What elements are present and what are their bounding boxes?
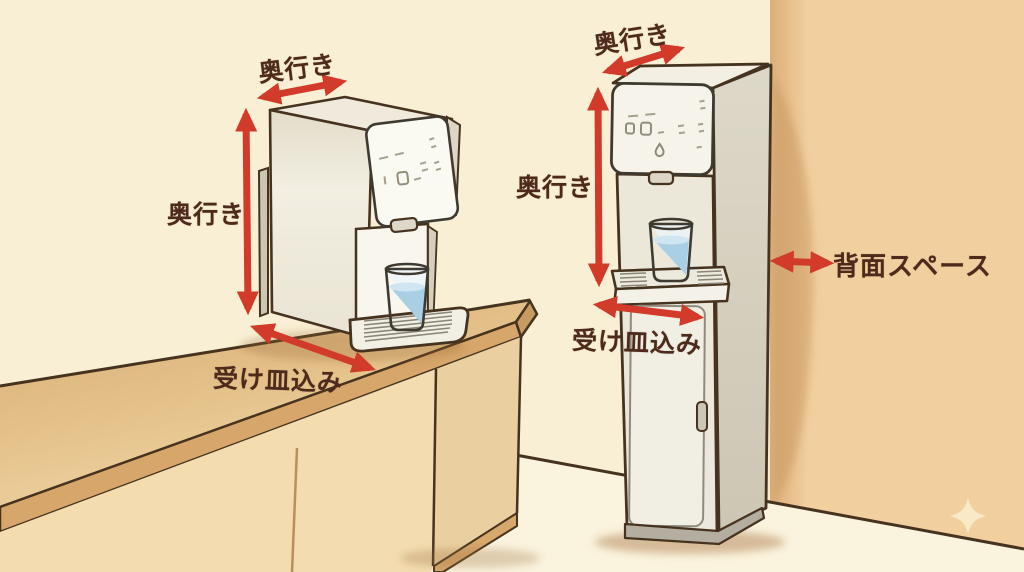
dispenser-back-strip: [257, 166, 269, 318]
cabinet-end-edge: [515, 336, 523, 514]
cabinet-door-seam: [290, 447, 299, 572]
right-wall: [770, 0, 1024, 549]
door-handle: [696, 401, 708, 432]
countertop-dispenser: [240, 95, 470, 362]
control-panel: [365, 115, 460, 228]
droplet-icon: [654, 142, 665, 158]
head-panel: [610, 81, 715, 177]
indicator-marks: [379, 137, 442, 185]
arrow-left-depth-top: [256, 74, 348, 105]
sparkle-icon: [950, 498, 986, 534]
drip-tray-slats: [619, 270, 725, 287]
tower-side-face: [711, 63, 773, 534]
label-right-tray: 受け皿込み: [571, 325, 703, 360]
dispenser-wall-shadow: [773, 75, 814, 500]
cup-icon: [639, 121, 653, 136]
cabinet-corner-edge: [431, 368, 438, 567]
cabinet-front: [0, 369, 436, 572]
cabinet-floor-shadow: [400, 548, 540, 568]
base-plinth: [623, 506, 766, 546]
water-glass: [648, 217, 694, 283]
water-spout: [389, 216, 419, 234]
arrow-rear-space: [769, 250, 835, 274]
indicator-marks: [628, 99, 706, 149]
arrow-right-tray: [592, 296, 705, 326]
arrow-right-depth-side: [587, 86, 610, 288]
cup-icon: [396, 170, 410, 186]
label-left-depth-side: 奥行き: [167, 200, 246, 229]
arrow-left-depth-side: [235, 107, 259, 316]
dimension-arrows: [235, 43, 835, 373]
floor-dispenser: [595, 62, 785, 554]
label-left-tray: 受け皿込み: [212, 363, 344, 398]
arrow-left-tray: [250, 323, 376, 373]
water-glass: [384, 262, 430, 332]
cabinet-end-panel: [434, 337, 521, 566]
drip-tray-shelf: [610, 265, 731, 307]
label-rear-space: 背面スペース: [833, 252, 992, 282]
label-right-depth-side: 奥行き: [516, 173, 595, 202]
cup-icon: [624, 122, 636, 135]
lower-cabinet: [623, 304, 766, 546]
water-spout: [647, 170, 675, 186]
drip-tray-slats: [363, 311, 453, 342]
arrow-right-depth-top: [601, 43, 686, 77]
counter-edge-end: [514, 298, 539, 340]
